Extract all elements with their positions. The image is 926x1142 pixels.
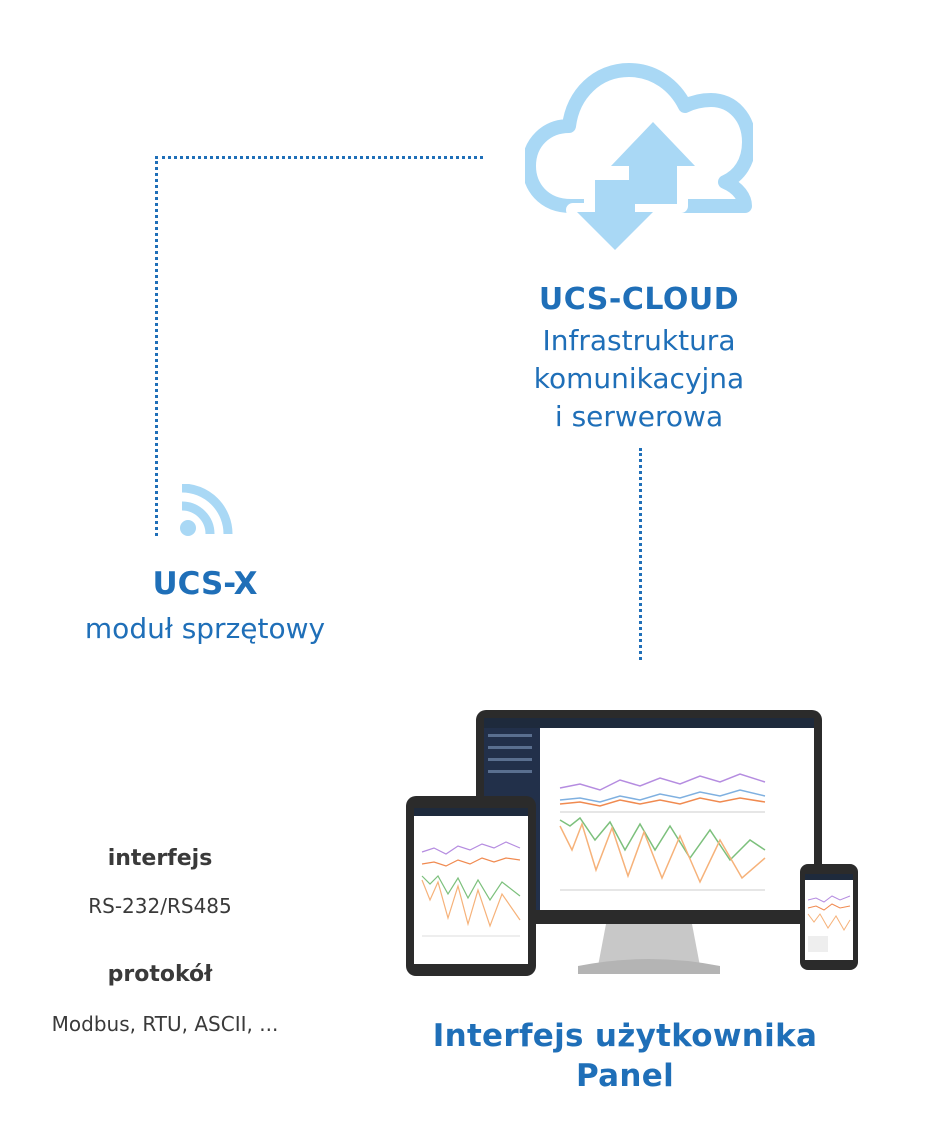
responsive-devices-icon: [400, 700, 870, 990]
cloud-subtitle-line: Infrastruktura: [542, 324, 736, 357]
cloud-title: UCS-CLOUD: [538, 282, 740, 317]
interface-value: RS-232/RS485: [88, 894, 232, 918]
connector-top: [155, 156, 483, 159]
panel-title-line: Panel: [575, 1058, 675, 1094]
cloud-upload-download-icon: [525, 58, 753, 253]
cloud-subtitle: Infrastruktura komunikacyjna i serwerowa: [478, 322, 800, 436]
connector-right: [639, 448, 642, 660]
cloud-subtitle-line: i serwerowa: [554, 400, 724, 433]
module-subtitle: moduł sprzętowy: [84, 612, 326, 645]
interface-label: interfejs: [107, 846, 213, 871]
panel-title: Interfejs użytkownika Panel: [400, 1016, 850, 1096]
connector-left: [155, 156, 158, 536]
cloud-subtitle-line: komunikacyjna: [533, 362, 745, 395]
protocol-value: Modbus, RTU, ASCII, ...: [51, 1012, 279, 1036]
protocol-label: protokół: [107, 962, 213, 987]
wireless-signal-icon: [178, 484, 236, 538]
module-title: UCS-X: [152, 566, 258, 602]
panel-title-line: Interfejs użytkownika: [432, 1018, 818, 1054]
